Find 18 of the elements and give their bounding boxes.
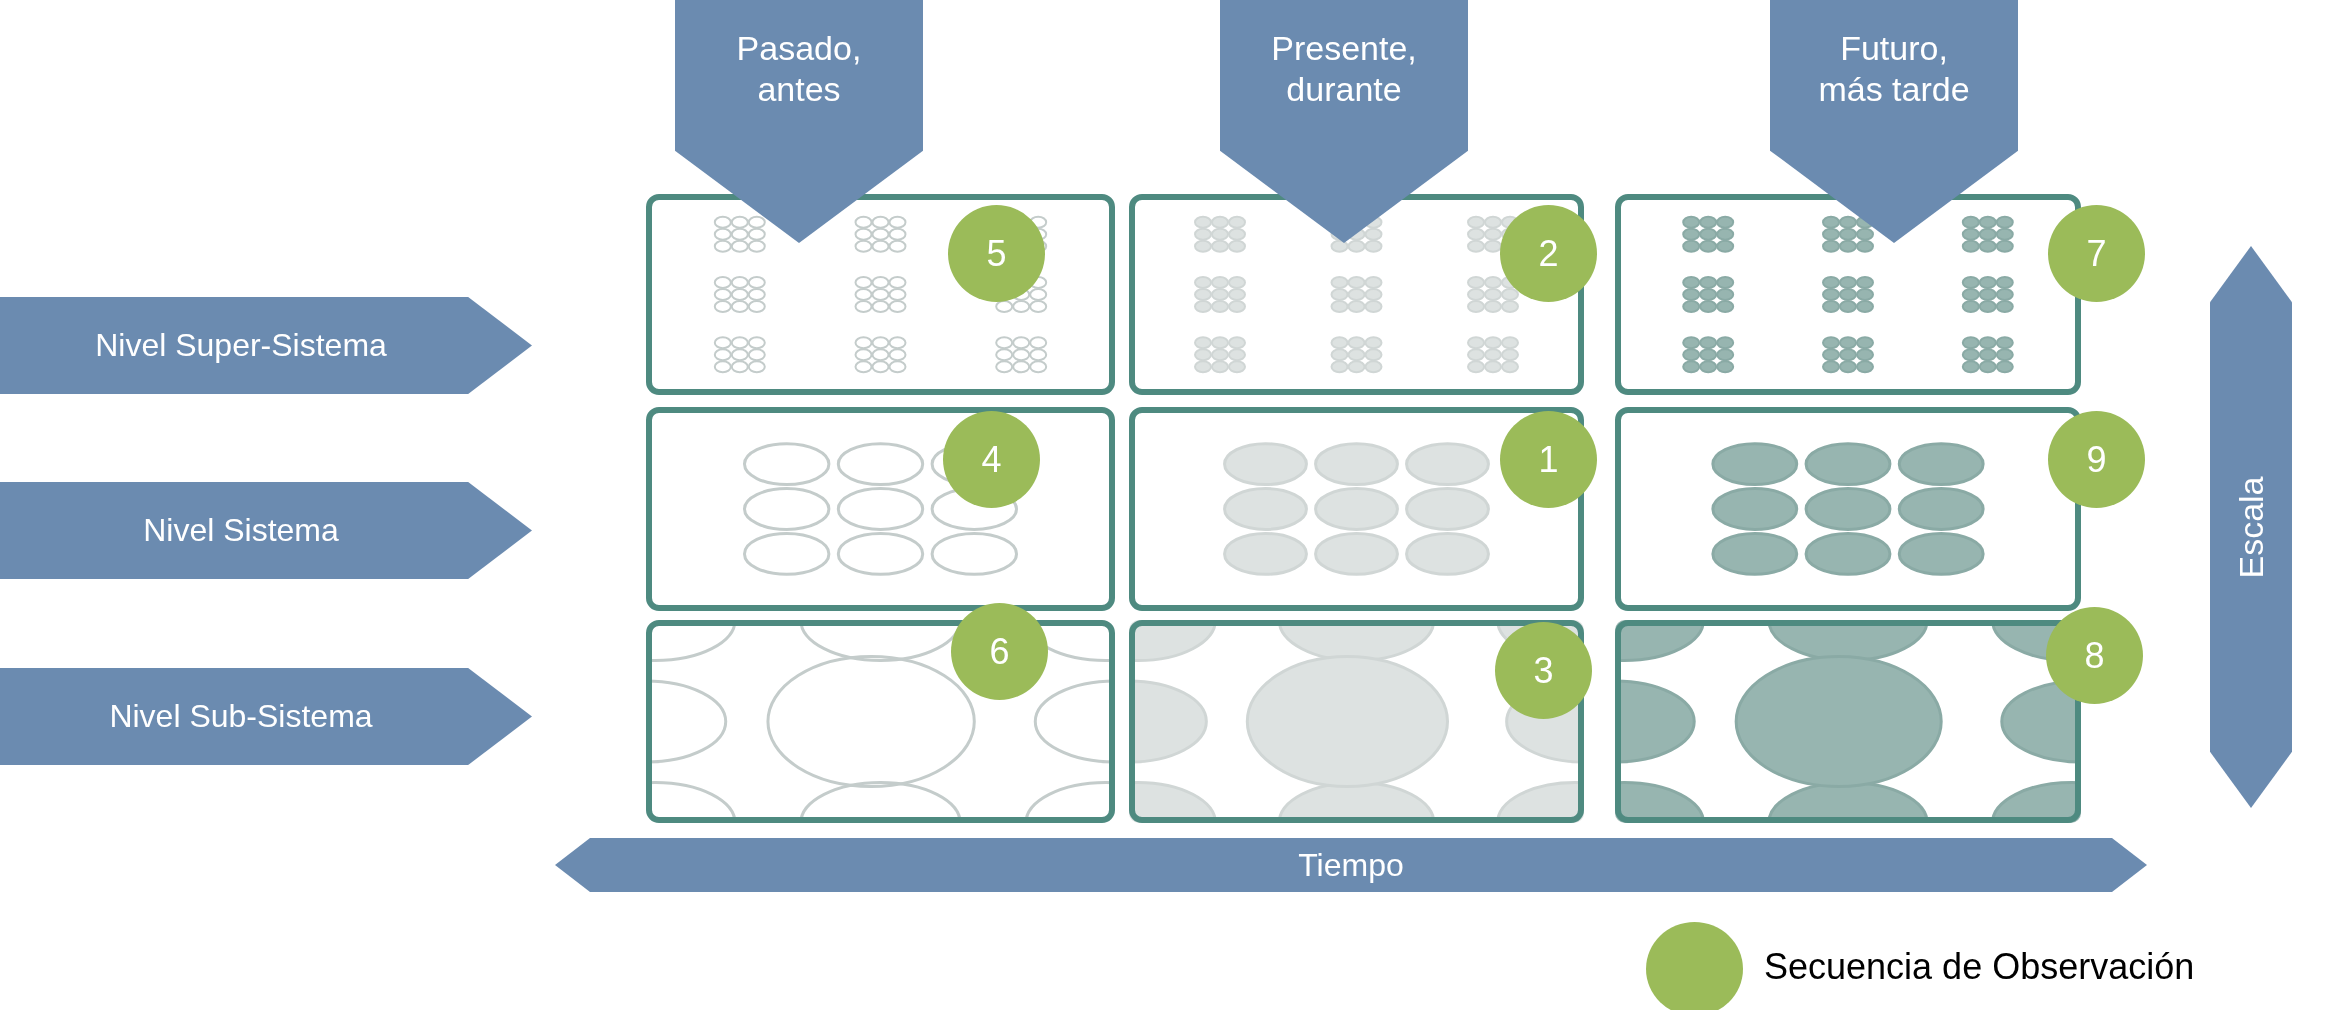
sequence-number-circle: 6 [951, 603, 1048, 700]
column-header-tab: Presente, durante [1220, 0, 1468, 243]
row-header-tab: Nivel Sub-Sistema [0, 668, 532, 765]
column-header-tab: Pasado, antes [675, 0, 923, 243]
sequence-number-circle: 5 [948, 205, 1045, 302]
legend-label: Secuencia de Observación [1764, 946, 2195, 988]
sequence-number-circle: 9 [2048, 411, 2145, 508]
row-header-tab: Nivel Sistema [0, 482, 532, 579]
sequence-number-circle: 7 [2048, 205, 2145, 302]
sequence-number-circle: 3 [1495, 622, 1592, 719]
axis-label: Escala [2231, 475, 2271, 579]
row-header-tab: Nivel Super-Sistema [0, 297, 532, 394]
column-header-tab: Futuro, más tarde [1770, 0, 2018, 243]
sequence-number-circle: 4 [943, 411, 1040, 508]
scale-axis-arrow [2210, 246, 2292, 808]
sequence-number-circle: 1 [1500, 411, 1597, 508]
sequence-number-circle: 2 [1500, 205, 1597, 302]
sequence-number-circle: 8 [2046, 607, 2143, 704]
